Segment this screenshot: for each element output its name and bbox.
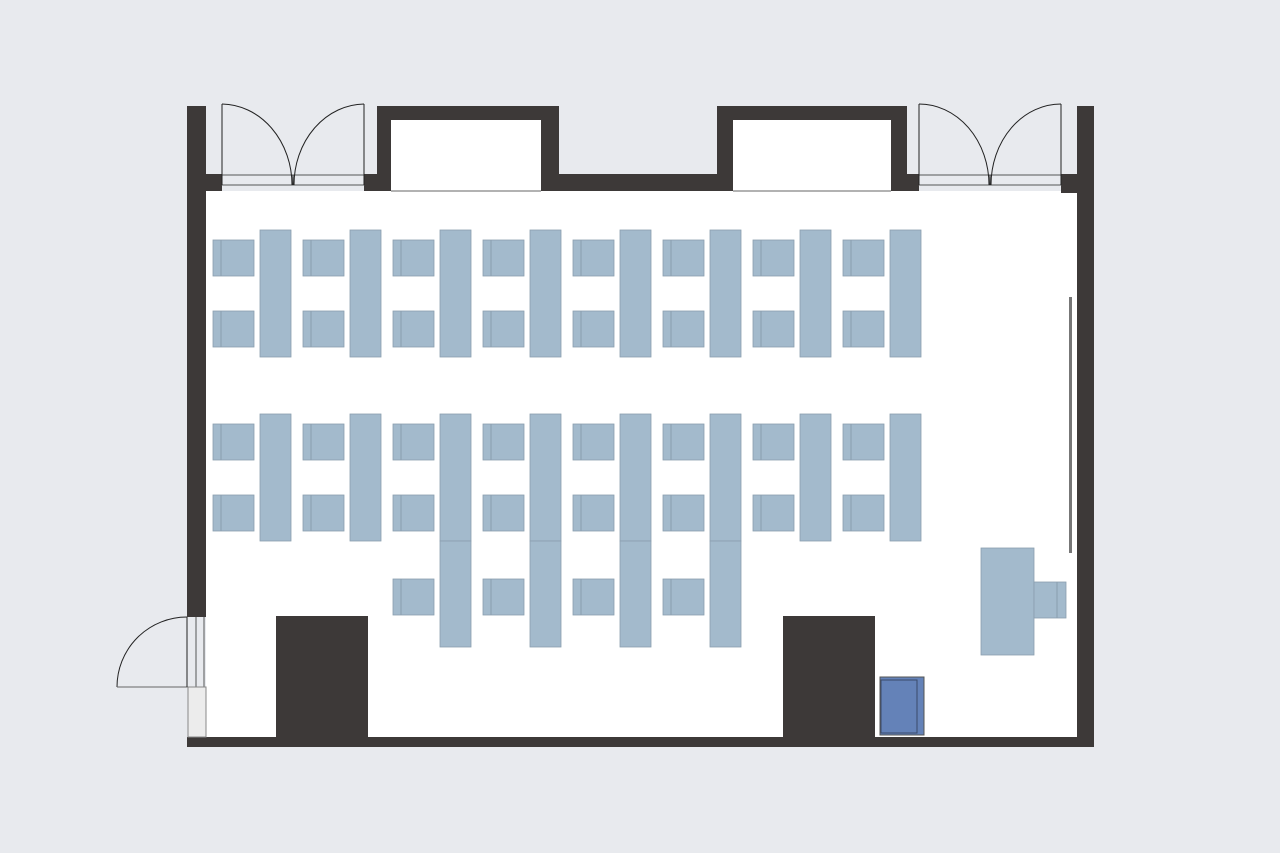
chair	[1033, 581, 1067, 619]
wall-left	[187, 106, 206, 617]
desk	[709, 229, 742, 358]
desk	[529, 540, 562, 648]
chair	[212, 239, 255, 277]
chair	[212, 494, 255, 532]
wall-top-segment	[907, 174, 919, 191]
desk	[439, 540, 472, 648]
alcove-right-side	[717, 106, 733, 191]
wall-right	[1077, 106, 1094, 747]
chair	[392, 423, 435, 461]
chair	[302, 310, 345, 348]
alcove-left-side	[377, 106, 391, 191]
desk	[529, 413, 562, 542]
cabinet	[879, 676, 925, 736]
desk	[619, 229, 652, 358]
chair	[392, 310, 435, 348]
desk	[709, 413, 742, 542]
chair	[842, 310, 885, 348]
alcove-right-floor	[733, 120, 891, 191]
chair	[752, 423, 795, 461]
chair	[572, 423, 615, 461]
chair	[572, 239, 615, 277]
chair	[662, 578, 705, 616]
wall-top-stub	[206, 174, 222, 191]
desk	[349, 229, 382, 358]
chair	[482, 310, 525, 348]
chair	[302, 239, 345, 277]
chair	[482, 494, 525, 532]
chair	[752, 494, 795, 532]
alcove-left-side	[541, 106, 559, 191]
wall-top-middle	[559, 174, 717, 191]
teacher-desk	[980, 547, 1035, 656]
column-left	[276, 616, 368, 737]
alcove-right-side	[891, 106, 907, 191]
desk	[439, 229, 472, 358]
desk	[799, 229, 832, 358]
wall-bottom	[187, 737, 1094, 747]
chair	[392, 239, 435, 277]
alcove-right-top	[717, 106, 907, 120]
chair	[482, 423, 525, 461]
desk	[259, 229, 292, 358]
chair	[662, 239, 705, 277]
walls	[187, 106, 1094, 747]
alcove-left-top	[377, 106, 559, 120]
furniture	[212, 229, 1067, 656]
desk	[889, 229, 922, 358]
chair	[662, 494, 705, 532]
desk	[799, 413, 832, 542]
chair	[752, 239, 795, 277]
desk	[889, 413, 922, 542]
chair	[392, 494, 435, 532]
desk	[709, 540, 742, 648]
chair	[662, 310, 705, 348]
desk	[259, 413, 292, 542]
desk	[439, 413, 472, 542]
alcove-left-floor	[391, 120, 541, 191]
chair	[572, 578, 615, 616]
column-right	[783, 616, 875, 737]
chair	[212, 310, 255, 348]
chair	[842, 239, 885, 277]
chair	[212, 423, 255, 461]
whiteboard	[1069, 297, 1072, 553]
chair	[752, 310, 795, 348]
desk	[619, 540, 652, 648]
door-left[interactable]	[116, 616, 207, 738]
desk	[619, 413, 652, 542]
chair	[662, 423, 705, 461]
chair	[302, 423, 345, 461]
chair	[842, 494, 885, 532]
door-top-right[interactable]	[918, 103, 1062, 186]
wall-top-stub	[1061, 174, 1077, 193]
chair	[572, 310, 615, 348]
chair	[482, 578, 525, 616]
chair	[572, 494, 615, 532]
chair	[842, 423, 885, 461]
chair	[482, 239, 525, 277]
desk	[529, 229, 562, 358]
chair	[392, 578, 435, 616]
door-top-left[interactable]	[221, 103, 365, 186]
chair	[302, 494, 345, 532]
desk	[349, 413, 382, 542]
